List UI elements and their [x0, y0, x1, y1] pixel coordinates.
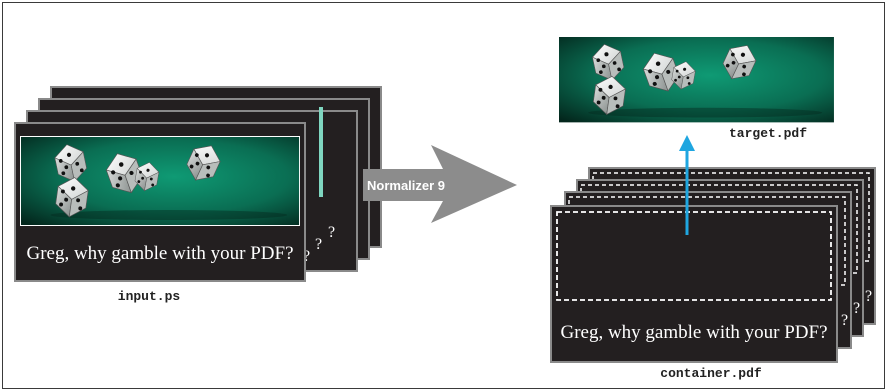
extraction-arrow [679, 135, 695, 235]
input-back-hint-1: ? [328, 224, 335, 241]
container-filename: container.pdf [660, 366, 762, 381]
input-stack: ? ? ? Greg, why gamble with your PDF? in… [14, 86, 382, 304]
target-filename: target.pdf [729, 126, 807, 141]
container-back-hint-2: ? [853, 300, 860, 317]
diagram-canvas: ? ? ? Greg, why gamble with your PDF? in… [14, 3, 876, 381]
image-placeholder [556, 211, 832, 301]
input-back-image-edge [319, 107, 323, 197]
container-back-hint-1: ? [865, 288, 872, 305]
container-back-hint-3: ? [841, 312, 848, 329]
container-stack: ? ? ? Greg, why gamble with your PDF? co… [550, 167, 876, 381]
target-image: target.pdf [559, 37, 834, 141]
dice-image [21, 137, 299, 225]
input-back-hint-3: ? [303, 248, 310, 265]
input-back-hint-2: ? [315, 236, 322, 253]
normalizer-arrow: Normalizer 9 [363, 145, 517, 223]
input-filename: input.ps [118, 289, 181, 304]
input-page-front: Greg, why gamble with your PDF? [14, 122, 306, 282]
container-caption: Greg, why gamble with your PDF? [560, 322, 827, 343]
container-page-front: Greg, why gamble with your PDF? [550, 205, 838, 363]
normalizer-label: Normalizer 9 [367, 178, 445, 193]
input-caption: Greg, why gamble with your PDF? [26, 243, 293, 264]
